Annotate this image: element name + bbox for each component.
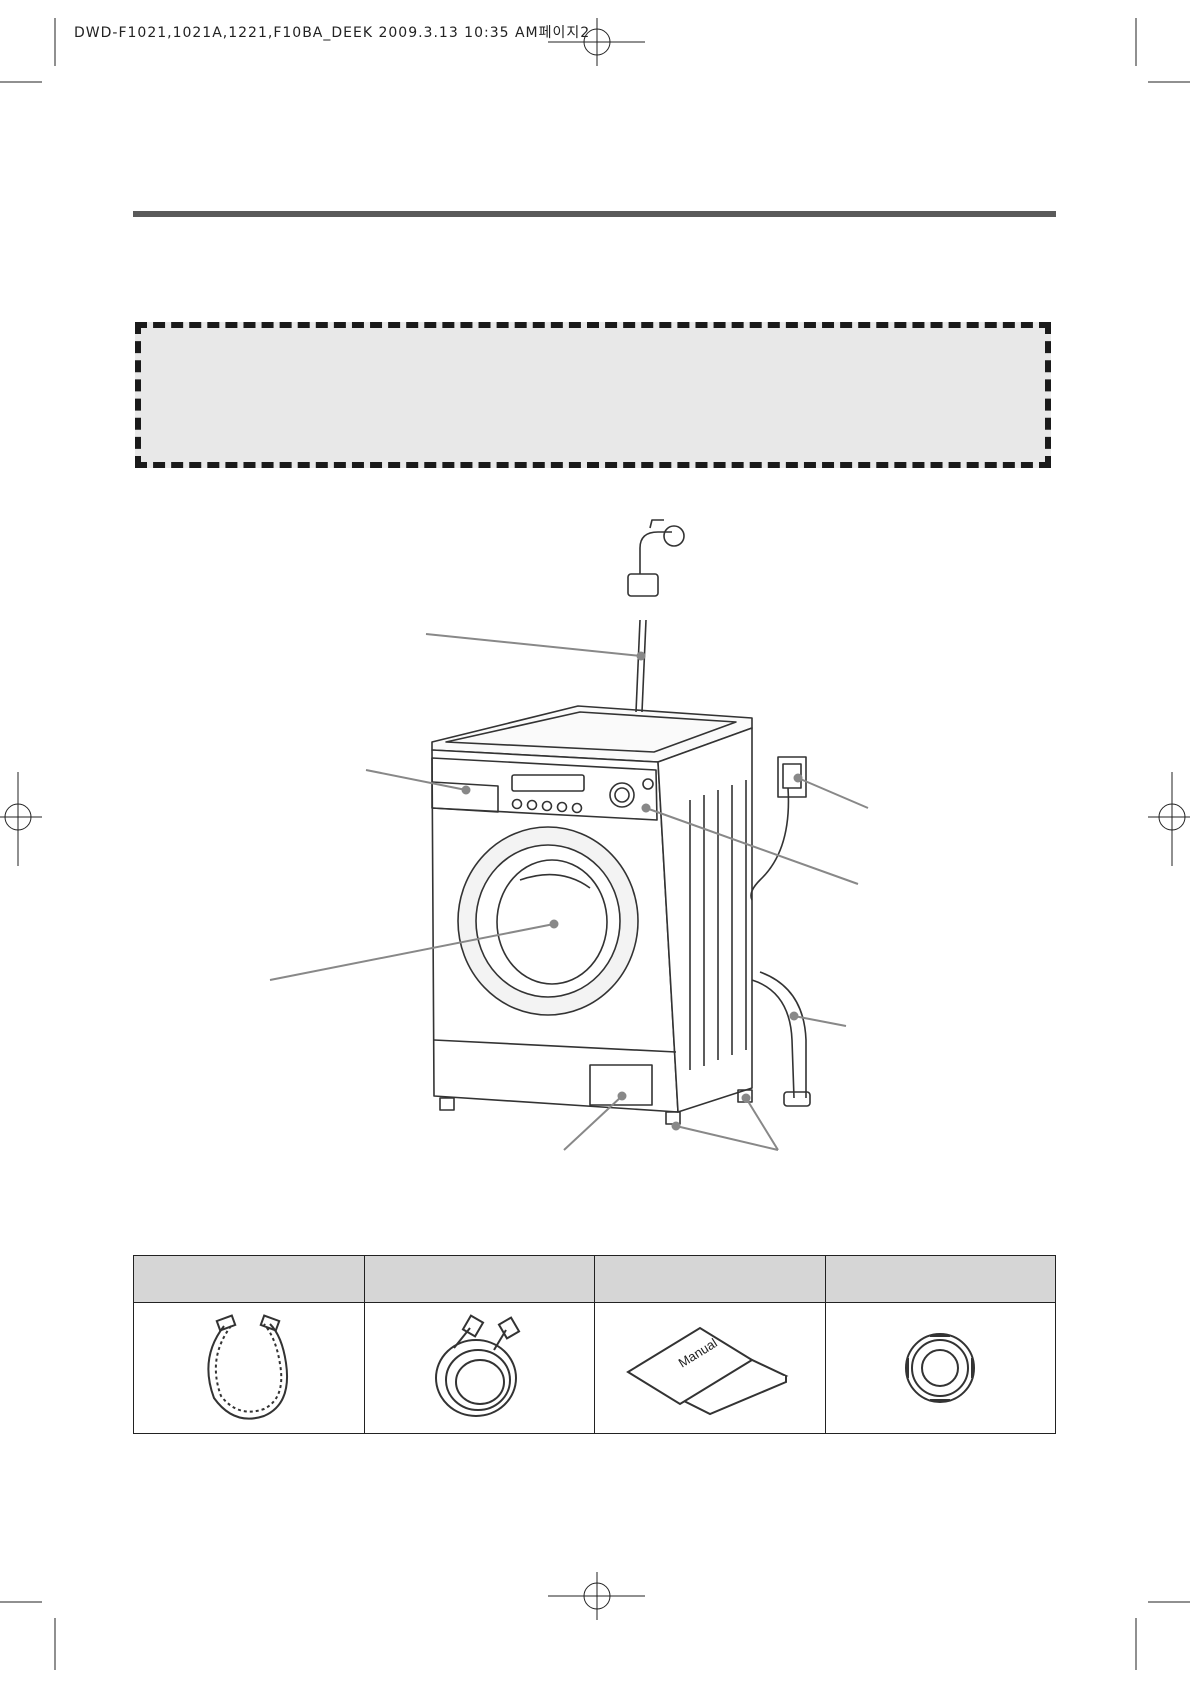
accessories-header-row [133,1255,1056,1303]
drain-hose-icon [207,1314,288,1420]
print-slug: DWD-F1021,1021A,1221,F10BA_DEEK 2009.3.1… [74,25,591,41]
notice-box [135,322,1051,468]
accessory-cell [133,1302,365,1434]
cap-ring-icon [905,1333,976,1403]
accessory-cell [824,1302,1056,1434]
accessory-header [824,1255,1056,1303]
accessory-header [363,1255,595,1303]
accessory-cell: Manual [594,1302,826,1434]
title-rule [133,211,1056,217]
accessories-image-row: Manual [133,1302,1056,1434]
accessories-table: Manual [133,1255,1056,1434]
accessory-cell [363,1302,595,1434]
manual-booklet-icon: Manual [625,1326,789,1416]
accessory-header [594,1255,826,1303]
inlet-hose-icon [435,1314,521,1417]
accessory-header [133,1255,365,1303]
